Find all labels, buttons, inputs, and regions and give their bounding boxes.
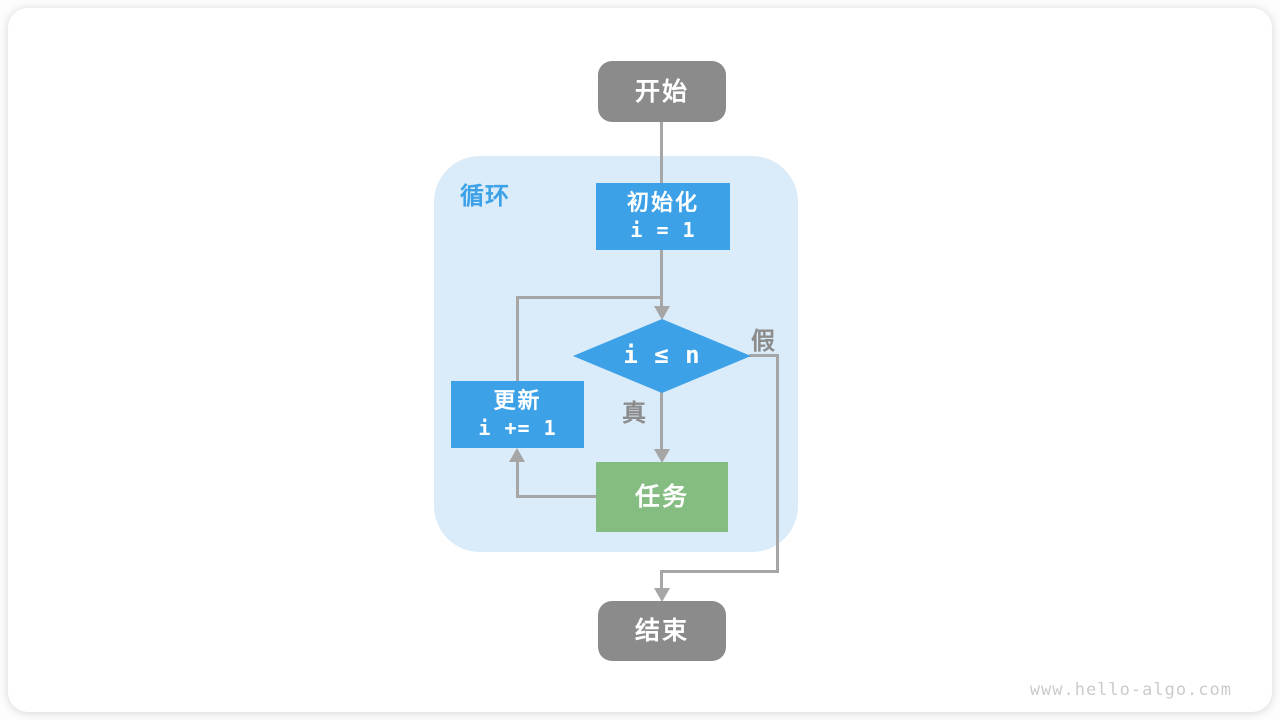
edge-cond-to-task	[660, 392, 663, 450]
node-end-label: 结束	[634, 617, 689, 645]
arrowhead-into-task	[654, 449, 670, 463]
false-branch-label: 假	[751, 328, 775, 355]
edge-false-right	[749, 354, 779, 357]
node-update-label: 更新	[493, 388, 542, 414]
node-update-code: i += 1	[478, 415, 557, 440]
node-condition-code: i ≤ n	[623, 341, 701, 370]
arrowhead-into-cond	[654, 306, 670, 320]
edge-false-down	[776, 354, 779, 573]
diagram-card: 循环 假 真 开始 初始化 i = 1 i ≤	[8, 8, 1272, 712]
arrowhead-into-update	[509, 448, 525, 462]
arrowhead-into-end	[654, 588, 670, 602]
watermark: www.hello-algo.com	[1029, 680, 1232, 700]
node-start-label: 开始	[634, 77, 689, 106]
loop-label: 循环	[460, 183, 510, 210]
edge-update-up	[516, 296, 519, 382]
node-init: 初始化 i = 1	[596, 183, 730, 250]
edge-into-end	[660, 570, 663, 590]
true-branch-label: 真	[622, 400, 646, 427]
edge-task-left	[516, 495, 596, 498]
node-init-code: i = 1	[630, 217, 696, 242]
node-end: 结束	[598, 601, 726, 661]
edge-feedback-top	[516, 296, 663, 299]
node-update: 更新 i += 1	[451, 381, 584, 448]
node-start: 开始	[598, 61, 726, 122]
edge-false-left	[660, 570, 779, 573]
edge-task-to-update	[516, 459, 519, 498]
node-task: 任务	[596, 462, 728, 532]
node-task-label: 任务	[634, 483, 689, 511]
node-init-label: 初始化	[626, 190, 699, 216]
